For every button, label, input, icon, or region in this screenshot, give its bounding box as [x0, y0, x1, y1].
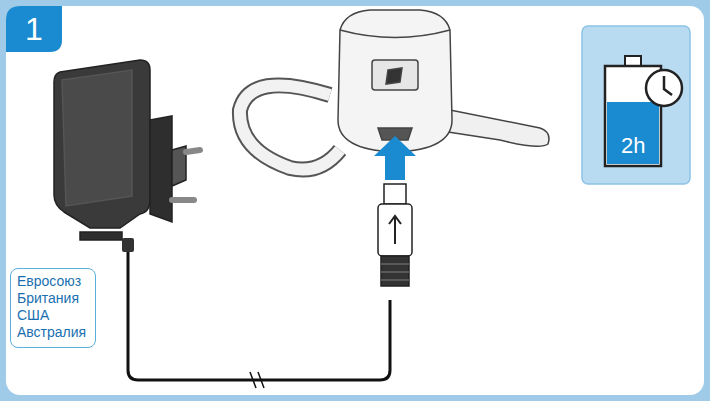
region-name: США [17, 307, 89, 324]
charger [54, 60, 200, 240]
step-tab [6, 6, 62, 52]
insert-arrow [374, 136, 416, 180]
cable-strain [122, 238, 134, 252]
step-number: 1 [25, 13, 43, 45]
region-name: Австралия [17, 324, 89, 341]
region-name: Евросоюз [17, 273, 89, 290]
battery-box [582, 26, 690, 184]
charge-time: 2h [621, 135, 645, 157]
battery-icon [605, 56, 682, 166]
cable [128, 248, 390, 380]
cable-break [250, 372, 264, 388]
usb-plug [378, 184, 412, 286]
region-box: ЕвросоюзБританияСШААвстралия [10, 268, 96, 348]
region-name: Британия [17, 290, 89, 307]
